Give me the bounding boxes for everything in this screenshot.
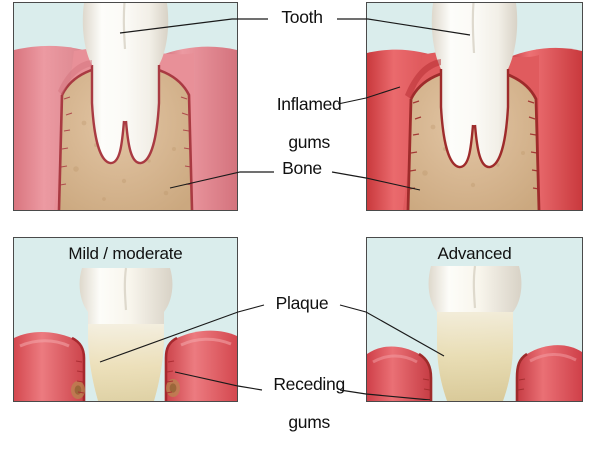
leader-tooth-right	[337, 18, 471, 36]
panel-advanced: Advanced	[366, 237, 583, 402]
leader-bone-left	[169, 171, 274, 189]
annotation-receding-gums: Receding gums	[250, 356, 350, 451]
panel-gingivitis	[366, 2, 583, 211]
leader-inflamed-gums	[337, 86, 401, 105]
annotation-receding-gums-line1: Receding	[273, 374, 345, 394]
annotation-inflamed-gums: Inflamed gums	[250, 76, 350, 171]
panel-mild-moderate-title: Mild / moderate	[68, 244, 183, 263]
panel-gingivitis-artwork	[367, 3, 582, 210]
annotation-inflamed-gums-line1: Inflamed	[276, 94, 342, 114]
panel-mild-moderate-artwork	[14, 238, 237, 401]
annotation-tooth: Tooth	[281, 7, 323, 27]
panel-healthy-artwork	[14, 3, 237, 210]
panel-advanced-artwork	[367, 238, 582, 401]
leader-bone-right	[331, 171, 421, 191]
illustration-canvas: Mild / moderate	[13, 2, 583, 432]
annotation-bone: Bone	[282, 158, 322, 178]
panel-mild-moderate: Mild / moderate	[13, 237, 238, 402]
leader-receding-gums-right	[339, 389, 431, 400]
annotation-inflamed-gums-line2: gums	[288, 132, 330, 152]
leader-tooth-left	[119, 18, 268, 34]
annotation-plaque: Plaque	[275, 293, 329, 313]
leader-receding-gums-left	[174, 371, 263, 391]
panel-healthy	[13, 2, 238, 211]
leader-lines	[99, 18, 471, 400]
leader-plaque-left	[99, 304, 265, 363]
annotation-receding-gums-line2: gums	[288, 412, 330, 432]
panel-advanced-title: Advanced	[437, 244, 512, 263]
leader-plaque-right	[339, 304, 445, 357]
